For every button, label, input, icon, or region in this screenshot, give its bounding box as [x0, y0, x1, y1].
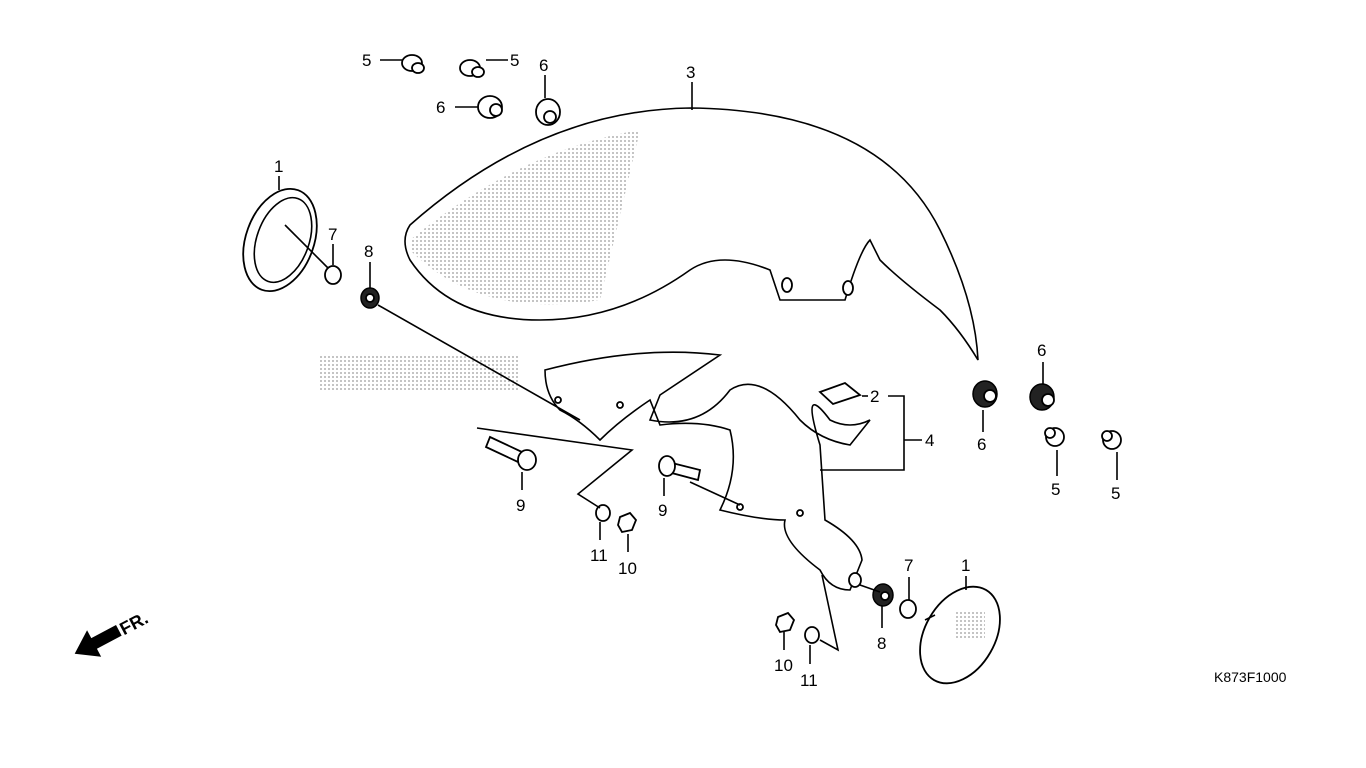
- callout-5: 5: [1051, 480, 1060, 499]
- callout-7: 7: [328, 225, 337, 244]
- callout-5: 5: [362, 51, 371, 70]
- callout-6: 6: [539, 56, 548, 75]
- front-direction-arrow: FR.: [74, 608, 151, 657]
- callout-6: 6: [1037, 341, 1046, 360]
- callout-1: 1: [961, 556, 970, 575]
- callout-7: 7: [904, 556, 913, 575]
- leader-lines: [278, 59, 1118, 664]
- callout-10: 10: [618, 559, 637, 578]
- callouts: 5 5 6 6 3 1 7 8 2 4 6 6 5 5 9 9 11 10 1 …: [274, 51, 1120, 690]
- callout-4: 4: [925, 431, 934, 450]
- callout-6: 6: [977, 435, 986, 454]
- reflector-left: [242, 187, 331, 293]
- callout-8: 8: [877, 634, 886, 653]
- part-code: K873F1000: [1214, 669, 1287, 685]
- honda-watermark: [320, 130, 640, 390]
- callout-1: 1: [274, 157, 283, 176]
- front-fender: [404, 107, 979, 361]
- fender-bracket: [544, 351, 871, 591]
- callout-10: 10: [774, 656, 793, 675]
- direction-label: FR.: [116, 608, 151, 639]
- callout-9: 9: [516, 496, 525, 515]
- callout-8: 8: [364, 242, 373, 261]
- callout-11: 11: [800, 671, 818, 690]
- callout-11: 11: [590, 546, 608, 565]
- callout-2: 2: [870, 387, 879, 406]
- callout-9: 9: [658, 501, 667, 520]
- arrow-icon: [74, 625, 122, 657]
- small-parts: [324, 54, 1122, 644]
- callout-6: 6: [436, 98, 445, 117]
- callout-5: 5: [1111, 484, 1120, 503]
- callout-3: 3: [686, 63, 695, 82]
- callout-5: 5: [510, 51, 519, 70]
- reflector-right: [919, 585, 1001, 685]
